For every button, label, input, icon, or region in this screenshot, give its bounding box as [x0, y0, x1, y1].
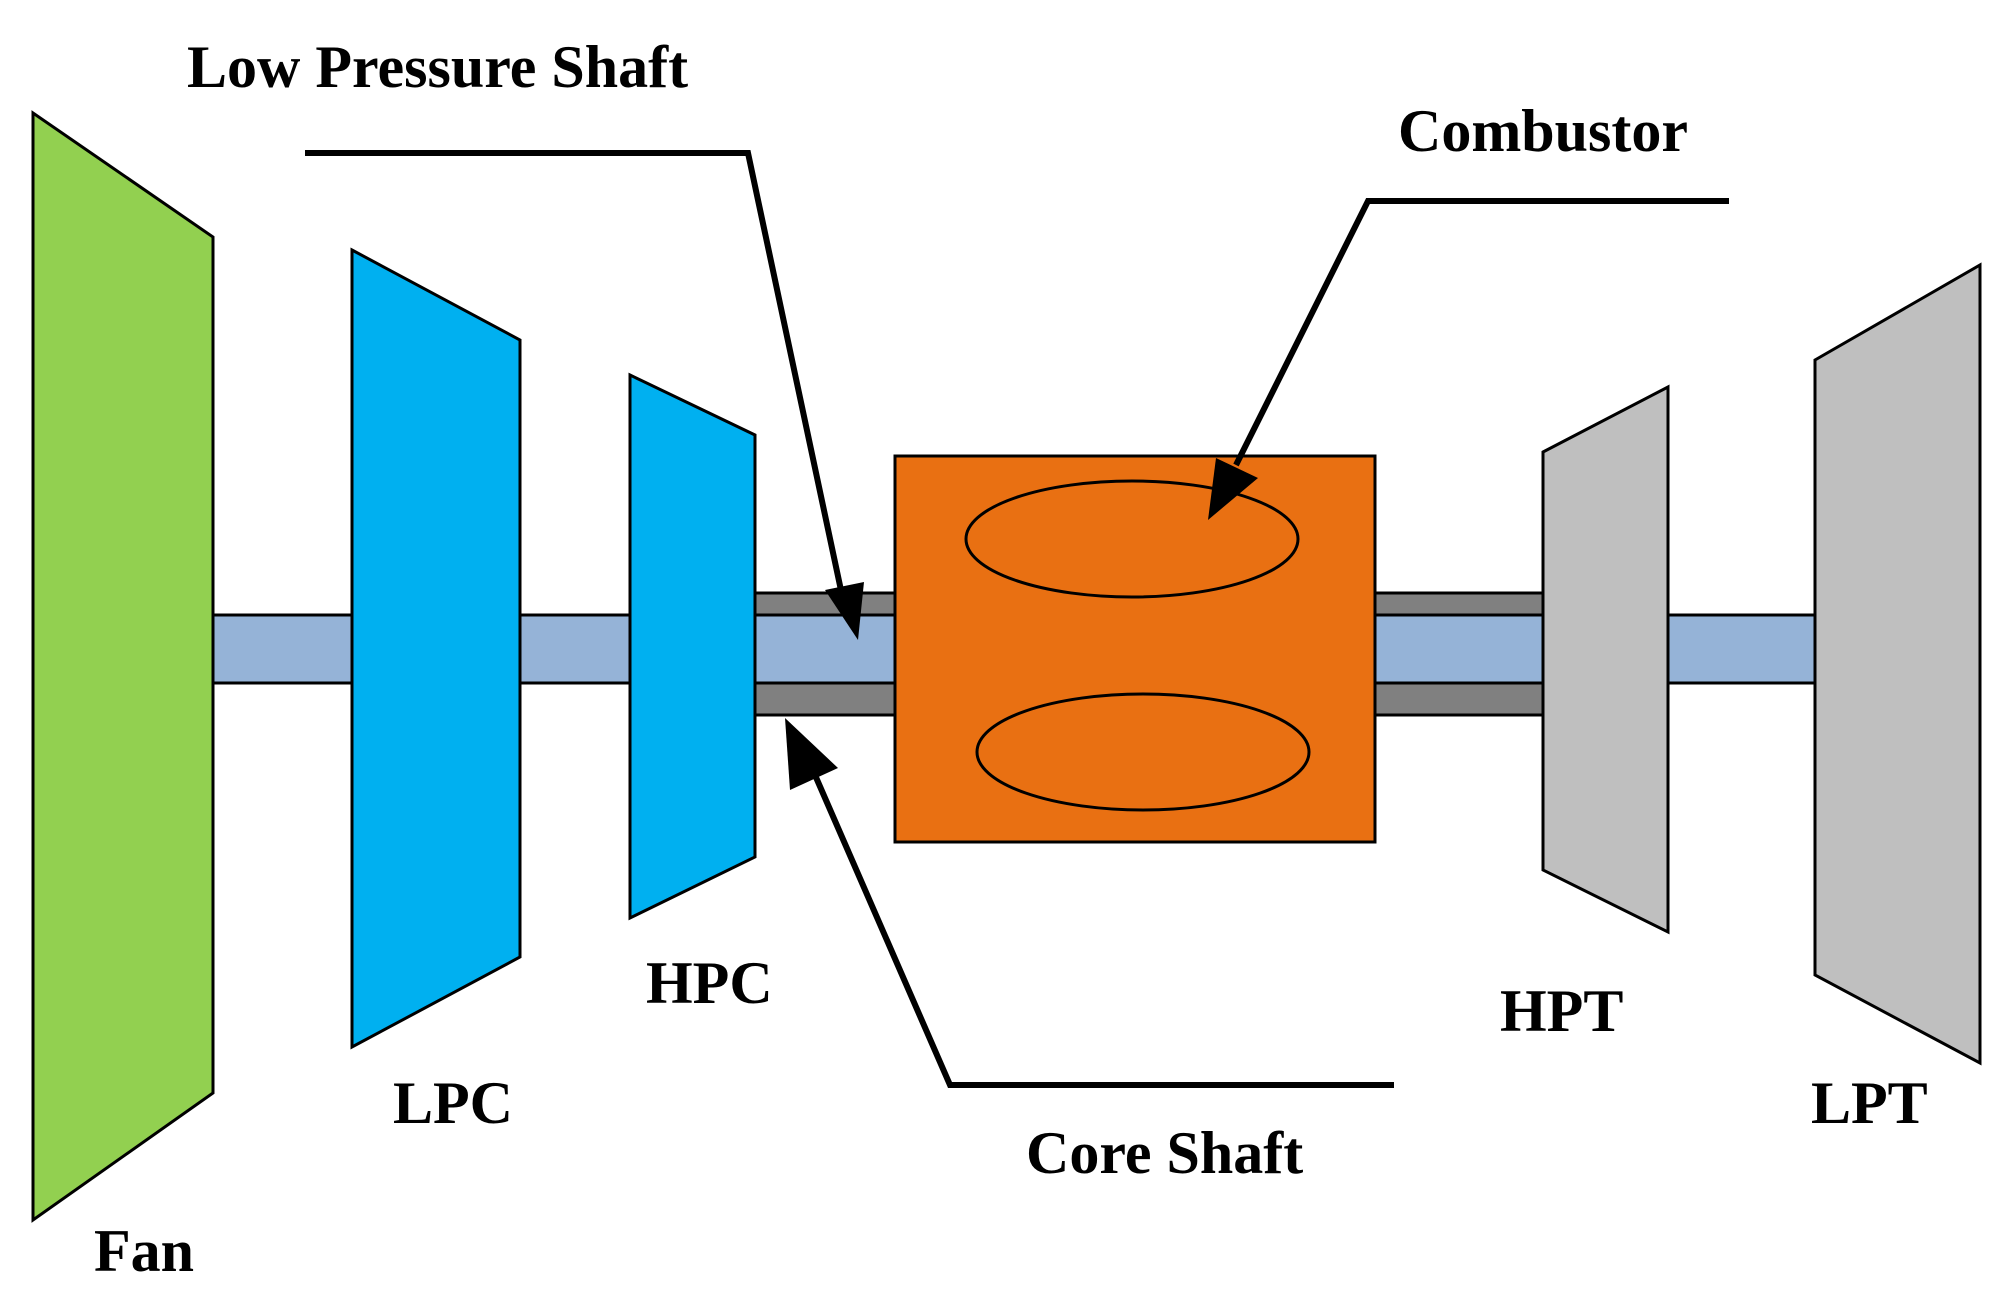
- hpc-label: HPC: [646, 950, 773, 1016]
- low-pressure-shaft-label: Low Pressure Shaft: [187, 34, 688, 100]
- low-pressure-shaft-leader: [305, 150, 845, 596]
- core-shaft-label: Core Shaft: [1026, 1120, 1303, 1186]
- hpt-label: HPT: [1500, 978, 1623, 1044]
- lpt-label: LPT: [1811, 1070, 1928, 1136]
- combustor-arrowhead: [1208, 458, 1258, 520]
- low-pressure-shaft-arrowhead: [825, 582, 864, 640]
- fan-label: Fan: [94, 1218, 194, 1284]
- hpt-stage: [1541, 384, 1670, 935]
- fan-stage: [31, 110, 215, 1223]
- combustor-chamber: [893, 454, 1377, 844]
- hpc-stage: [628, 372, 757, 921]
- lpc-stage: [350, 247, 522, 1050]
- combustor-label: Combustor: [1398, 98, 1688, 164]
- combustor-flame-lower: [975, 692, 1311, 812]
- lpc-label: LPC: [393, 1070, 513, 1136]
- lpt-stage: [1813, 262, 1982, 1066]
- combustor-flame-upper: [964, 479, 1300, 599]
- combustor-leader: [1233, 198, 1729, 467]
- core-shaft-leader: [812, 773, 1394, 1088]
- core-shaft-arrowhead: [785, 718, 838, 790]
